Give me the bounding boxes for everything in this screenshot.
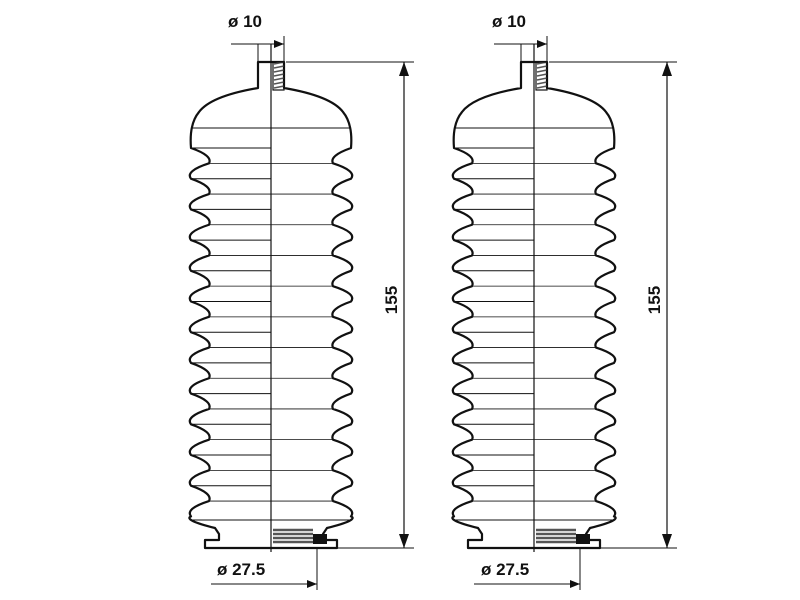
arrowhead bbox=[274, 40, 284, 48]
clamp-lip bbox=[313, 534, 327, 544]
hatch-line bbox=[536, 85, 548, 89]
neck-section bbox=[535, 61, 548, 91]
hatch-line bbox=[273, 77, 285, 81]
length-label: 155 bbox=[382, 286, 401, 314]
arrowhead bbox=[662, 534, 672, 548]
length-label: 155 bbox=[645, 286, 664, 314]
arrowhead bbox=[399, 62, 409, 76]
bellows-boot-right bbox=[451, 36, 677, 590]
hatch-line bbox=[273, 69, 285, 73]
hatch-line bbox=[536, 69, 548, 73]
arrowhead bbox=[399, 534, 409, 548]
dimension-group-right: ø 10 ø 27.5 155 bbox=[481, 12, 664, 579]
hatch-line bbox=[536, 65, 548, 69]
hatch-line bbox=[536, 73, 548, 77]
hatch-line bbox=[536, 81, 548, 85]
dimension-group-left: ø 10 ø 27.5 155 bbox=[217, 12, 401, 579]
hatch-line bbox=[273, 65, 285, 69]
neck-section bbox=[272, 61, 285, 91]
top-diameter-label: ø 10 bbox=[492, 12, 526, 31]
arrowhead bbox=[662, 62, 672, 76]
clamp-lip bbox=[576, 534, 590, 544]
arrowhead bbox=[307, 580, 317, 588]
arrowhead bbox=[537, 40, 547, 48]
bottom-diameter-label: ø 27.5 bbox=[217, 560, 265, 579]
bellows-boot-left bbox=[188, 36, 414, 590]
top-diameter-label: ø 10 bbox=[228, 12, 262, 31]
hatch-line bbox=[536, 77, 548, 81]
arrowhead bbox=[570, 580, 580, 588]
bottom-diameter-label: ø 27.5 bbox=[481, 560, 529, 579]
hatch-line bbox=[273, 81, 285, 85]
hatch-line bbox=[273, 85, 285, 89]
hatch-line bbox=[273, 73, 285, 77]
